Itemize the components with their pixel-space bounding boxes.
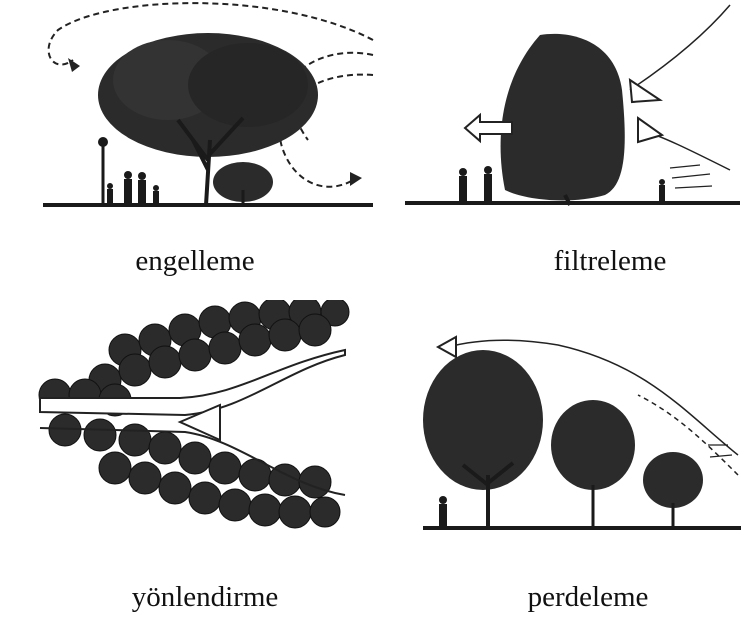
caption-yonlendirme: yönlendirme — [55, 583, 355, 612]
engelleme-diagram — [28, 0, 378, 215]
panel-perdeleme — [408, 305, 743, 540]
wind-curve — [630, 5, 730, 90]
yonlendirme-diagram — [25, 300, 360, 530]
ground-line — [423, 526, 741, 530]
arrow-head — [350, 172, 362, 186]
wind-arrow-in — [630, 80, 660, 102]
arrow-head — [68, 58, 80, 72]
wind-lines — [670, 165, 712, 188]
ground-line — [43, 203, 373, 207]
people-group — [107, 171, 159, 203]
person-windy — [659, 179, 665, 201]
caption-engelleme: engelleme — [45, 247, 345, 276]
tree-small — [643, 452, 703, 527]
caption-filtreleme: filtreleme — [460, 247, 747, 276]
person — [439, 496, 447, 526]
panel-filtreleme — [400, 0, 745, 215]
people-pair — [459, 166, 492, 201]
caption-perdeleme: perdeleme — [438, 583, 738, 612]
tree-medium — [551, 400, 635, 527]
wind-arrow-in — [638, 118, 662, 142]
small-tree — [213, 162, 273, 205]
panel-engelleme — [28, 0, 378, 215]
wind-arrow — [438, 337, 456, 357]
perdeleme-diagram — [408, 305, 743, 540]
filtreleme-diagram — [400, 0, 745, 215]
filter-tree — [501, 34, 625, 205]
panel-yonlendirme — [25, 300, 360, 530]
ground-line — [405, 201, 740, 205]
